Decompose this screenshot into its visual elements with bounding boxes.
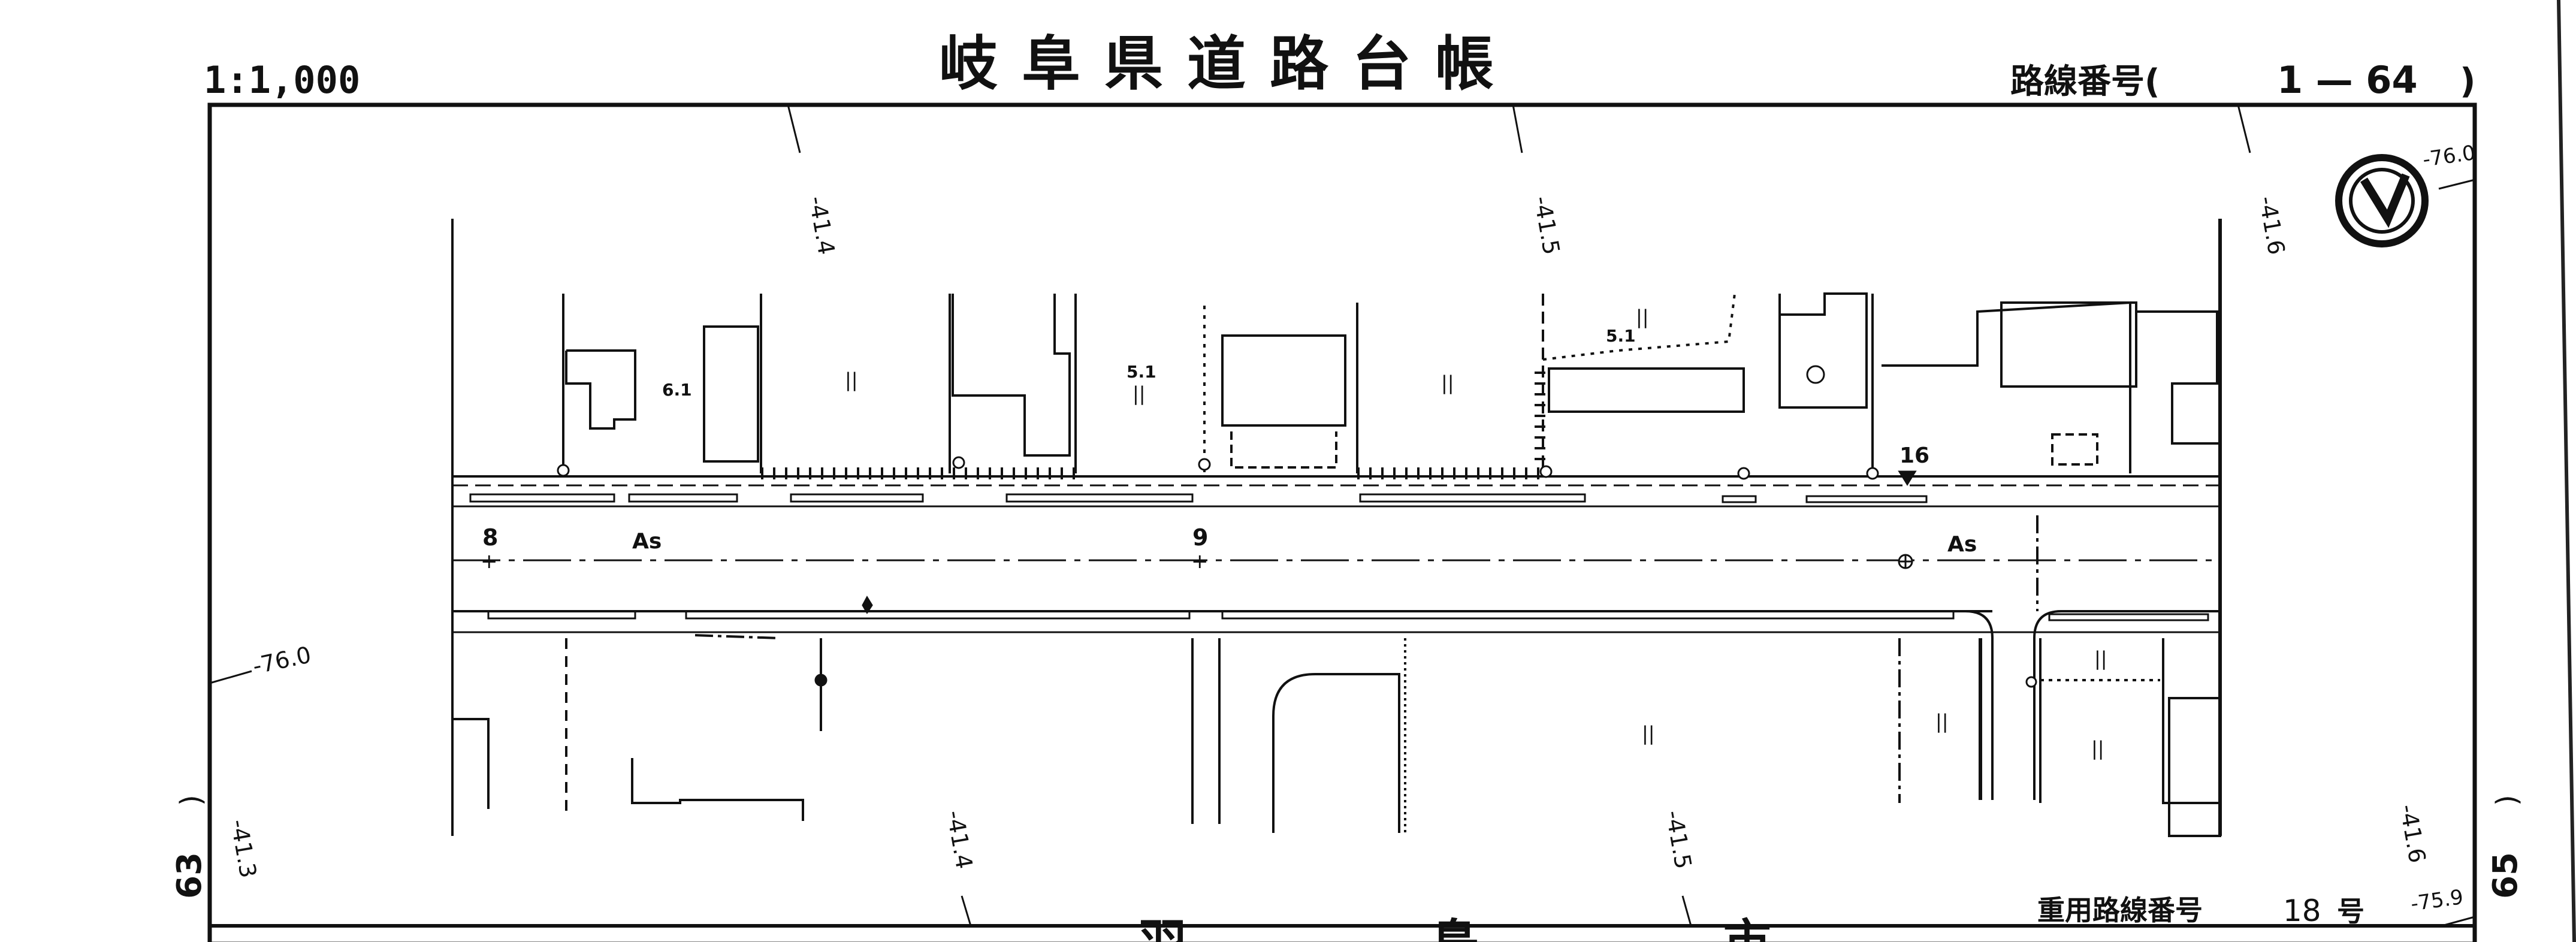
svg-text:||: || (2091, 737, 2104, 760)
svg-text:||: || (2094, 647, 2107, 670)
drawing-area (451, 219, 2222, 837)
benchmark-triangle-icon (1898, 470, 1917, 486)
svg-text:||: || (1642, 722, 1655, 745)
duplicate-route-suffix: 号 (2337, 895, 2364, 928)
scale-label: 1:1,000 (204, 58, 360, 102)
svg-text:||: || (1441, 372, 1454, 394)
svg-text:||: || (845, 369, 858, 391)
grid-label-bottom-2: -41.4 (941, 808, 977, 871)
grid-label-top-2: -41.5 (1529, 194, 1565, 256)
bottom-partial-text: 羽 島 市 (1138, 914, 1885, 942)
surface-label-left: As (632, 529, 662, 554)
svg-text:||: || (1133, 382, 1146, 405)
grid-label-top-3: -41.6 (2254, 194, 2290, 256)
north-arrow-icon (2335, 154, 2429, 247)
duplicate-route-number: 18 (2283, 893, 2321, 928)
route-number-label: 路線番号( (2010, 62, 2160, 101)
duplicate-route-label: 重用路線番号 (2037, 894, 2203, 926)
map-symbols (557, 365, 2037, 688)
station-9: 9 (1192, 524, 1208, 551)
marker-16: 16 (1899, 443, 1929, 468)
station-plus-9: + (1191, 550, 1209, 573)
station-8: 8 (482, 524, 498, 551)
grid-label-right-top: -76.0 (2421, 141, 2477, 172)
road-corner-curve (1965, 610, 1994, 800)
grid-label-left: -76.0 (250, 641, 313, 679)
sheet-paren-right: ) (2490, 795, 2524, 806)
route-number-close: ) (2460, 61, 2476, 101)
sheet-number-right: 65 (2486, 852, 2525, 899)
grid-label-bottom-3: -41.5 (1660, 808, 1696, 871)
sheet-edge-right (2557, 0, 2576, 942)
route-number: 1 — 64 (2277, 58, 2418, 102)
elevation-6-1: 6.1 (662, 380, 692, 400)
surface-label-right: As (1947, 532, 1977, 557)
elevation-5-1-b: 5.1 (1606, 326, 1636, 346)
field-marks: || || || || || || || || (845, 306, 2107, 760)
elevation-5-1-a: 5.1 (1127, 362, 1156, 382)
grid-label-top-1: -41.4 (804, 194, 839, 256)
map-title: 岐阜県道路台帳 (939, 30, 1518, 98)
svg-text:||: || (1935, 710, 1949, 733)
grid-label-bottom-1: -41.3 (225, 817, 261, 880)
road-corner-curve-right (2033, 610, 2220, 800)
grid-label-bottom-4: -41.6 (2394, 802, 2430, 865)
map-frame (207, 102, 2477, 942)
sheet-number-left: 63 (170, 852, 209, 899)
sheet-paren-left: ) (174, 795, 208, 806)
station-plus-8: + (481, 550, 498, 573)
svg-text:||: || (1636, 306, 1649, 328)
grid-label-right-bottom: -75.9 (2409, 885, 2465, 916)
